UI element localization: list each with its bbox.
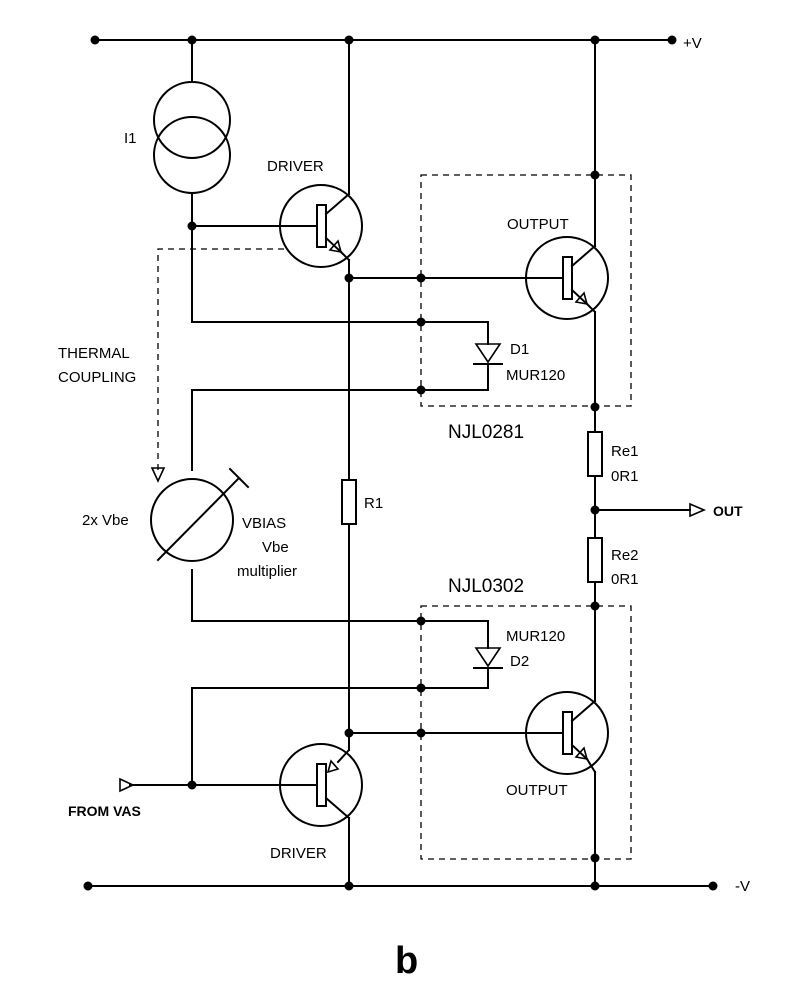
output-column (587, 39, 691, 887)
supply-pos-label: +V (683, 35, 702, 52)
center-bus (341, 273, 526, 738)
diode-d1 (473, 341, 503, 365)
current-source-label: I1 (124, 130, 137, 147)
driver-transistor-top (279, 39, 363, 279)
negative-rail (83, 881, 718, 891)
thermal-coupling-arrow (150, 248, 284, 483)
re2-label: Re2 (611, 547, 639, 564)
positive-rail (90, 35, 677, 45)
current-source-i1 (153, 39, 231, 227)
output-transistor-bottom (524, 691, 609, 775)
d2-label: D2 (510, 653, 529, 670)
output-transistor-top (524, 235, 609, 320)
driver-transistor-bottom (279, 732, 363, 887)
vbe-label: 2x Vbe (82, 512, 129, 529)
supply-neg-label: -V (735, 878, 750, 895)
vbe-multiplier (150, 467, 250, 562)
vbe-multiplier-line1: Vbe (262, 539, 289, 556)
package-box-top (420, 174, 632, 407)
bias-wiring (129, 221, 489, 790)
d1-label: D1 (510, 341, 529, 358)
output-bottom-label: OUTPUT (506, 782, 568, 799)
re1-label: Re1 (611, 443, 639, 460)
re2-value: 0R1 (611, 571, 639, 588)
re1-value: 0R1 (611, 468, 639, 485)
out-label: OUT (713, 503, 743, 519)
from-vas-arrow-icon (119, 777, 135, 793)
diode-d2 (473, 645, 503, 669)
vbias-label: VBIAS (242, 515, 286, 532)
d1-part-label: MUR120 (506, 367, 565, 384)
vbe-multiplier-line2: multiplier (237, 563, 297, 580)
output-top-label: OUTPUT (507, 216, 569, 233)
r1-label: R1 (364, 495, 383, 512)
from-vas-label: FROM VAS (68, 803, 141, 819)
d2-part-label: MUR120 (506, 628, 565, 645)
driver-bottom-label: DRIVER (270, 845, 327, 862)
package-top-label: NJL0281 (448, 422, 524, 443)
package-box-bottom (420, 605, 632, 860)
out-arrow-icon (689, 502, 707, 518)
thermal-label-line1: THERMAL (58, 345, 130, 362)
driver-top-label: DRIVER (267, 158, 324, 175)
figure-label: b (395, 940, 418, 982)
package-bottom-label: NJL0302 (448, 576, 524, 597)
thermal-label-line2: COUPLING (58, 369, 136, 386)
